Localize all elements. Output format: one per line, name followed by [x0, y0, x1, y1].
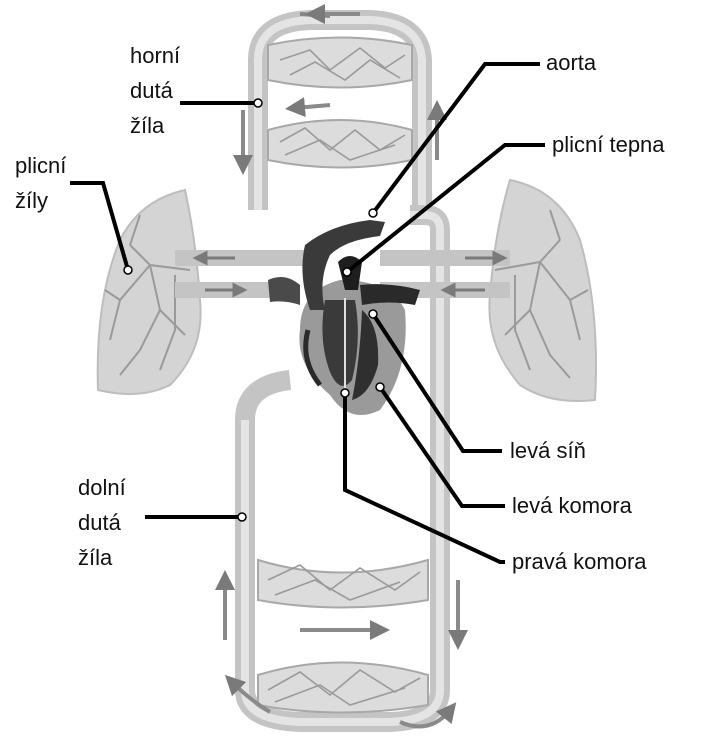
label-inferior-vena-cava: dolní dutá žíla [78, 470, 126, 576]
label-left-atrium: levá síň [510, 440, 586, 462]
label-pulmonary-artery: plicní tepna [552, 134, 665, 156]
svc-line-2: dutá [130, 73, 180, 108]
pv-line-2: žíly [15, 183, 66, 218]
label-right-ventricle: pravá komora [512, 551, 647, 573]
svc-line-1: horní [130, 38, 180, 73]
ivc-line-3: žíla [78, 540, 126, 575]
svc-line-3: žíla [130, 108, 180, 143]
ivc-line-2: dutá [78, 505, 126, 540]
label-pulmonary-veins: plicní žíly [15, 148, 66, 218]
label-left-ventricle: levá komora [512, 495, 632, 517]
leader-right-ventricle [345, 393, 505, 562]
ivc-line-1: dolní [78, 470, 126, 505]
label-superior-vena-cava: horní dutá žíla [130, 38, 180, 144]
pv-line-1: plicní [15, 148, 66, 183]
label-aorta: aorta [546, 52, 596, 74]
heart [268, 220, 420, 415]
